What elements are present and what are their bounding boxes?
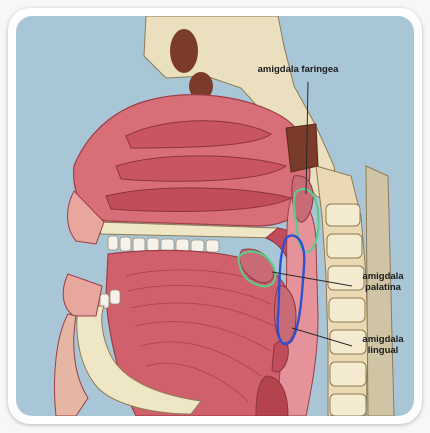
label-palatina-line-1: amigdala bbox=[350, 271, 414, 282]
label-amigdala-palatina: amigdala palatina bbox=[350, 271, 414, 293]
anatomy-diagram: amigdala faringea amigdala palatina amig… bbox=[16, 16, 414, 416]
sphenoid-sinus bbox=[286, 124, 318, 172]
frontal-sinus bbox=[170, 29, 198, 73]
label-amigdala-faringea: amigdala faringea bbox=[243, 64, 353, 75]
label-lingual-line-1: amigdala bbox=[350, 334, 414, 345]
label-palatina-line-2: palatina bbox=[350, 282, 414, 293]
label-lingual-line-2: lingual bbox=[350, 345, 414, 356]
vertebrae bbox=[326, 204, 366, 416]
label-amigdala-lingual: amigdala lingual bbox=[350, 334, 414, 356]
image-frame: amigdala faringea amigdala palatina amig… bbox=[8, 8, 422, 424]
head-sagittal-section bbox=[16, 16, 414, 416]
